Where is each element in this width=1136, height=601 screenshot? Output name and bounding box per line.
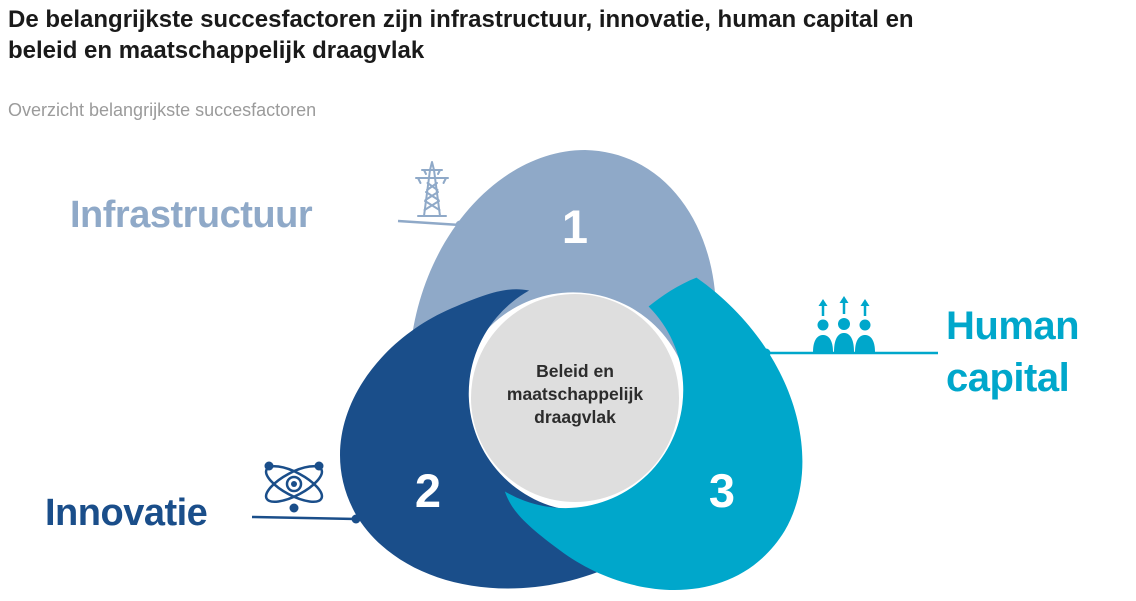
center-label: Beleid en maatschappelijk draagvlak: [480, 360, 670, 429]
tower-peak: [429, 161, 435, 171]
connector-innovatie: [251, 515, 357, 521]
center-circle: [471, 294, 679, 502]
page-title-line1: De belangrijkste succesfactoren zijn inf…: [8, 6, 914, 33]
page-title: De belangrijkste succesfactoren zijn inf…: [8, 4, 1098, 66]
page-title-line2: beleid en maatschappelijk draagvlak: [8, 37, 425, 65]
growth-arrow-head-2: [839, 296, 849, 303]
tower-crossarm-lower: [415, 177, 449, 184]
connector-infrastructuur: [397, 219, 461, 227]
tower-crossarm-upper: [421, 169, 443, 175]
petal-infrastructuur: [410, 150, 716, 412]
person-body-1: [813, 335, 833, 352]
growth-arrow-head-1: [818, 299, 828, 306]
person-body-3: [855, 335, 875, 352]
atom-nucleus: [291, 481, 297, 487]
atom-nucleus-ring: [285, 475, 303, 493]
petal-number-3: 3: [709, 464, 735, 517]
atom-electron-1: [264, 461, 274, 471]
person-head-1: [817, 319, 829, 331]
petal-number-2: 2: [415, 464, 441, 517]
infrastructuur-label: Infrastructuur: [70, 194, 313, 236]
people-growth-icon: [810, 296, 878, 359]
page-subtitle: Overzicht belangrijkste succesfactoren: [8, 100, 317, 120]
atom-icon: [256, 444, 332, 529]
tower-lattice: [423, 182, 441, 211]
center-label-line2: maatschappelijk: [506, 384, 644, 405]
connector-infrastructuur-dot: [455, 220, 465, 230]
atom-electron-3: [289, 503, 299, 513]
petal-number-1: 1: [562, 200, 588, 253]
petal-human-capital: [504, 277, 803, 590]
person-body-2: [834, 333, 854, 352]
connector-innovatie-dot: [351, 514, 361, 524]
connector-human-capital-dot: [761, 348, 771, 358]
transmission-tower-icon: [408, 158, 456, 223]
innovatie-label: Innovatie: [45, 492, 208, 534]
human-capital-label: Human capital: [946, 304, 1080, 400]
person-head-3: [859, 319, 871, 331]
growth-arrow-head-3: [860, 299, 870, 306]
atom-electron-2: [314, 461, 324, 471]
center-label-line1: Beleid en: [536, 361, 614, 381]
person-head-2: [838, 318, 850, 330]
center-label-line3: draagvlak: [534, 407, 616, 428]
